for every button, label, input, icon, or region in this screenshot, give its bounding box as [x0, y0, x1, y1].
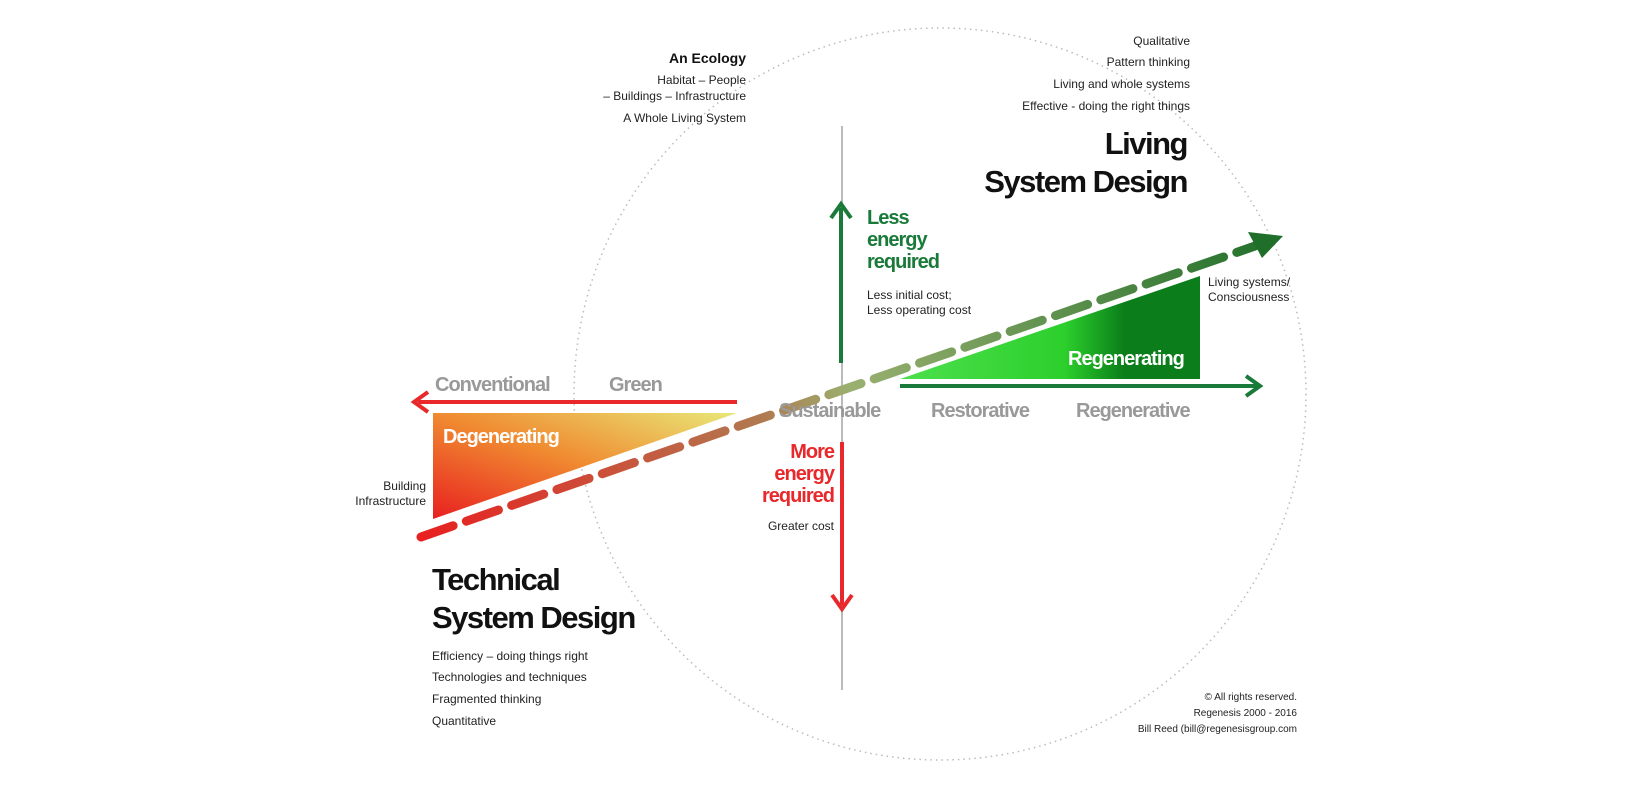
- more-energy-arrow: [830, 442, 854, 613]
- label-regenerating: Regenerating: [1068, 348, 1184, 370]
- technical-title: Technical: [432, 562, 559, 597]
- credit-line: © All rights reserved.: [1205, 692, 1297, 703]
- conventional-arrow: [410, 390, 737, 414]
- technical-title: System Design: [432, 600, 635, 635]
- living-trait: Living and whole systems: [1053, 77, 1190, 91]
- less-cost-note: Less operating cost: [867, 303, 972, 317]
- technical-note: Infrastructure: [355, 494, 426, 508]
- technical-trait: Fragmented thinking: [432, 692, 541, 706]
- degenerating-triangle: [433, 413, 737, 519]
- greater-cost-note: Greater cost: [768, 519, 835, 533]
- living-title: Living: [1105, 126, 1187, 161]
- credit-line: Regenesis 2000 - 2016: [1194, 708, 1298, 719]
- regenerating-triangle: [900, 276, 1200, 379]
- more-energy-label: required: [762, 485, 834, 507]
- living-trait: Effective - doing the right things: [1022, 99, 1190, 113]
- technical-note: Building: [383, 479, 426, 493]
- ecology-title: An Ecology: [669, 50, 746, 66]
- label-sustainable: Sustainable: [779, 400, 881, 422]
- less-cost-note: Less initial cost;: [867, 288, 952, 302]
- living-note: Consciousness: [1208, 290, 1289, 304]
- credit-line: Bill Reed (bill@regenesisgroup.com: [1138, 724, 1297, 735]
- whole-system-circle: [573, 27, 1307, 761]
- technical-trait: Technologies and techniques: [432, 670, 587, 684]
- label-conventional: Conventional: [435, 374, 550, 396]
- less-energy-arrow: [829, 200, 853, 363]
- ecology-line: Habitat – People: [657, 73, 746, 87]
- living-title: System Design: [984, 164, 1187, 199]
- technical-trait: Efficiency – doing things right: [432, 649, 589, 663]
- label-restorative: Restorative: [931, 400, 1030, 422]
- technical-trait: Quantitative: [432, 714, 496, 728]
- ecology-line: – Buildings – Infrastructure: [603, 89, 746, 103]
- less-energy-label: required: [867, 251, 939, 273]
- more-energy-label: More: [790, 441, 835, 463]
- living-note: Living systems/: [1208, 275, 1291, 289]
- ecology-line: A Whole Living System: [623, 111, 746, 125]
- more-energy-label: energy: [774, 463, 835, 485]
- label-degenerating: Degenerating: [443, 426, 559, 448]
- label-regenerative: Regenerative: [1076, 400, 1190, 422]
- regenerative-arrow: [900, 374, 1264, 398]
- living-trait: Pattern thinking: [1107, 55, 1190, 69]
- living-traits: Qualitative Pattern thinking Living and …: [984, 34, 1190, 199]
- label-green: Green: [609, 374, 662, 396]
- credits: © All rights reserved. Regenesis 2000 - …: [1138, 692, 1298, 735]
- living-trait: Qualitative: [1133, 34, 1190, 48]
- evolution-dashed-arrow: [416, 232, 1283, 542]
- less-energy-label: energy: [867, 229, 928, 251]
- ecology-note: An Ecology Habitat – People – Buildings …: [603, 50, 746, 125]
- less-energy-label: Less: [867, 207, 909, 229]
